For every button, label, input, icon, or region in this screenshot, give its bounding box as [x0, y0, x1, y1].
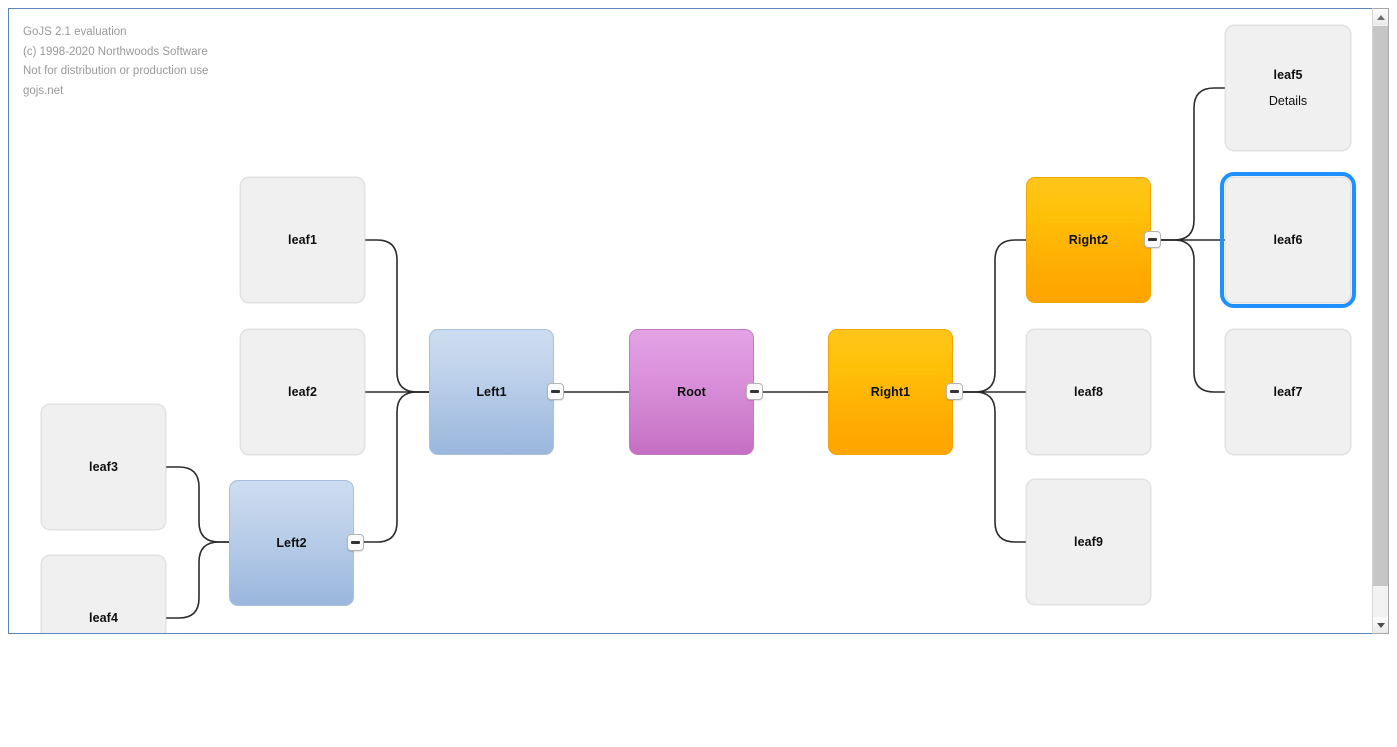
node-label: leaf4 — [89, 611, 118, 625]
link-leaf1-to-Left1[interactable] — [365, 239, 429, 393]
triangle-up-icon — [1376, 14, 1385, 20]
scrollbar-thumb[interactable] — [1373, 26, 1388, 586]
node-leaf9[interactable]: leaf9 — [1026, 479, 1151, 605]
node-label: Right1 — [870, 385, 911, 399]
diagram-canvas[interactable]: GoJS 2.1 evaluation (c) 1998-2020 Northw… — [8, 8, 1389, 634]
collapse-button-Root[interactable] — [746, 383, 763, 400]
vertical-scrollbar[interactable] — [1372, 8, 1389, 634]
link-Right2-to-leaf5[interactable] — [1152, 87, 1225, 241]
node-leaf1[interactable]: leaf1 — [240, 177, 365, 303]
link-Left2-to-Left1[interactable] — [364, 391, 429, 543]
node-label: Left1 — [476, 385, 507, 399]
link-Right1-to-Right2[interactable] — [953, 239, 1026, 393]
minus-icon — [551, 390, 560, 393]
node-leaf4[interactable]: leaf4 — [41, 555, 166, 633]
node-Right1[interactable]: Right1 — [828, 329, 953, 455]
node-Root[interactable]: Root — [629, 329, 754, 455]
node-leaf7[interactable]: leaf7 — [1225, 329, 1351, 455]
minus-icon — [750, 390, 759, 393]
node-label: leaf9 — [1074, 535, 1103, 549]
node-sublabel: Details — [1268, 94, 1308, 108]
node-label: leaf1 — [288, 233, 317, 247]
node-label: Root — [677, 385, 706, 399]
node-leaf6[interactable]: leaf6 — [1220, 172, 1356, 308]
link-layer — [166, 87, 1225, 619]
triangle-down-icon — [1376, 622, 1385, 628]
node-label: Right2 — [1068, 233, 1109, 247]
collapse-button-Right1[interactable] — [946, 383, 963, 400]
node-label: leaf7 — [1273, 385, 1303, 399]
node-label: leaf6 — [1273, 233, 1303, 247]
node-label: leaf3 — [89, 460, 118, 474]
node-leaf2[interactable]: leaf2 — [240, 329, 365, 455]
minus-icon — [1148, 238, 1157, 241]
node-Left2[interactable]: Left2 — [229, 480, 354, 606]
node-leaf8[interactable]: leaf8 — [1026, 329, 1151, 455]
node-Right2[interactable]: Right2 — [1026, 177, 1151, 303]
link-leaf4-to-Left2[interactable] — [166, 541, 229, 619]
collapse-button-Left1[interactable] — [547, 383, 564, 400]
scroll-down-arrow-icon[interactable] — [1373, 617, 1388, 633]
node-Left1[interactable]: Left1 — [429, 329, 554, 455]
node-label: Left2 — [276, 536, 307, 550]
node-label: leaf8 — [1074, 385, 1103, 399]
node-label: leaf2 — [288, 385, 317, 399]
minus-icon — [351, 541, 360, 544]
link-Right1-to-leaf9[interactable] — [953, 391, 1026, 543]
node-leaf3[interactable]: leaf3 — [41, 404, 166, 530]
collapse-button-Left2[interactable] — [347, 534, 364, 551]
link-leaf3-to-Left2[interactable] — [166, 466, 229, 543]
link-Right2-to-leaf7[interactable] — [1152, 239, 1225, 393]
scroll-up-arrow-icon[interactable] — [1373, 9, 1388, 25]
collapse-button-Right2[interactable] — [1144, 231, 1161, 248]
minus-icon — [950, 390, 959, 393]
node-label: leaf5 — [1273, 68, 1303, 82]
